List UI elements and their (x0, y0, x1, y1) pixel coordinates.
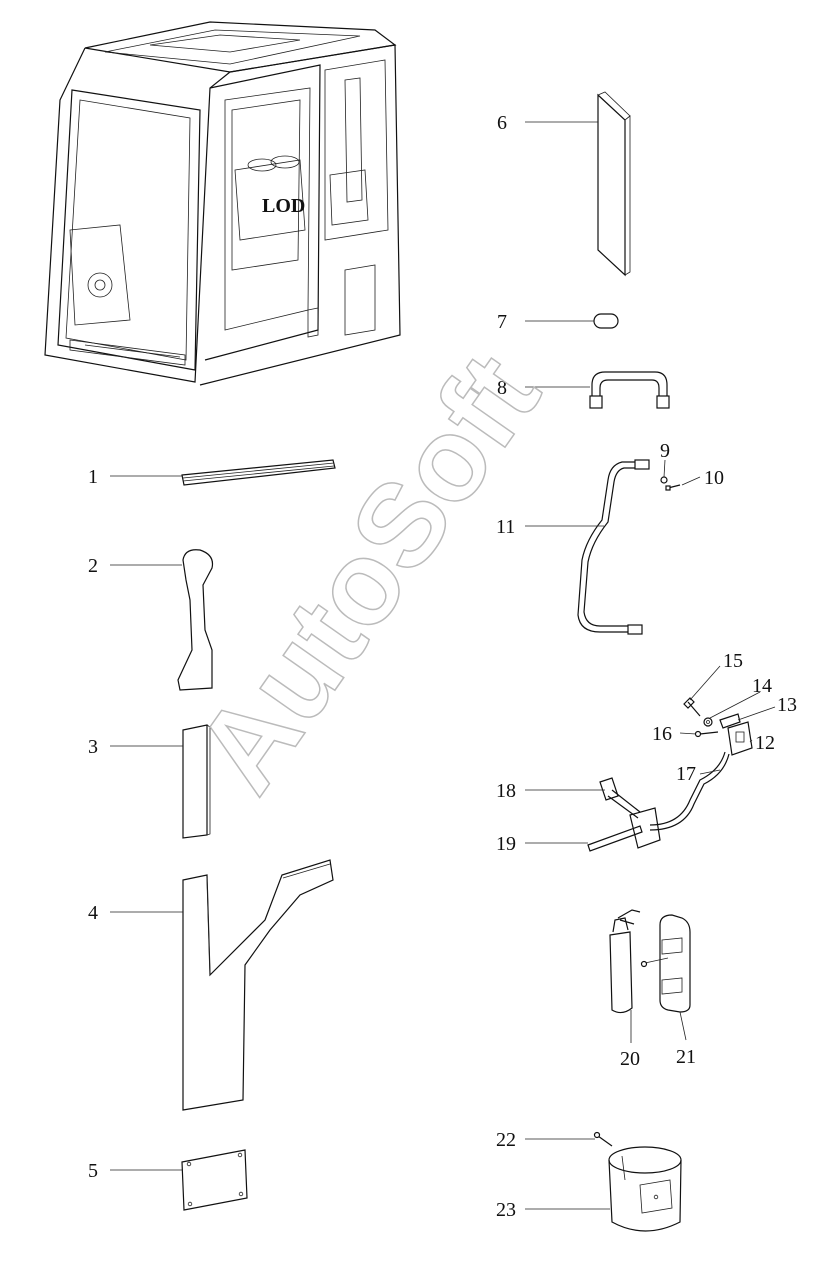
callout-12: 12 (755, 732, 775, 754)
part-21-extinguisher-bracket (640, 914, 691, 1013)
callout-3: 3 (88, 736, 98, 758)
callout-10: 10 (704, 467, 724, 489)
part-15-bolt (683, 697, 701, 717)
part-8-grab-handle (589, 371, 670, 409)
part-19-lever (587, 807, 661, 852)
callout-11: 11 (496, 516, 515, 538)
callout-8: 8 (497, 377, 507, 399)
part-6-glass-panel (597, 91, 631, 277)
callout-labels: 1 2 3 4 5 6 7 8 9 10 11 12 13 14 15 16 1… (88, 112, 797, 1221)
part-23-clamp (608, 1146, 682, 1232)
part-7-grommet (593, 313, 619, 329)
callout-9: 9 (660, 440, 670, 462)
part-17-cable (649, 751, 730, 831)
part-16-screw (694, 730, 719, 738)
callout-17: 17 (676, 763, 696, 785)
callout-22: 22 (496, 1129, 516, 1151)
callout-19: 19 (496, 833, 516, 855)
part-3-foam-block (182, 724, 211, 839)
callout-13: 13 (777, 694, 797, 716)
part-5-mounting-plate (181, 1149, 248, 1211)
callout-15: 15 (723, 650, 743, 672)
callout-6: 6 (497, 112, 507, 134)
callout-21: 21 (676, 1046, 696, 1068)
cab-assembly: LOD (44, 21, 401, 386)
part-22-screw (593, 1131, 613, 1147)
part-11-wiper-rod (577, 459, 650, 635)
watermark-text: AutoSoft (171, 331, 565, 815)
part-10-bolt (665, 484, 681, 491)
cab-badge: LOD (262, 195, 305, 217)
part-20-fire-extinguisher (609, 909, 641, 1014)
part-18-bolt (599, 777, 641, 819)
callout-7: 7 (497, 311, 507, 333)
callout-16: 16 (652, 723, 672, 745)
part-1-seal-strip (181, 459, 336, 486)
callout-4: 4 (88, 902, 98, 924)
part-14-washer (703, 717, 713, 727)
callout-20: 20 (620, 1048, 640, 1070)
callout-18: 18 (496, 780, 516, 802)
callout-14: 14 (752, 675, 772, 697)
part-2-side-panel (177, 549, 214, 691)
callout-23: 23 (496, 1199, 516, 1221)
callout-5: 5 (88, 1160, 98, 1182)
part-13-bracket (719, 713, 741, 729)
callout-2: 2 (88, 555, 98, 577)
callout-1: 1 (88, 466, 98, 488)
part-12-switch (727, 721, 753, 756)
part-4-rear-panel (182, 859, 334, 1111)
part-9-washer (660, 476, 668, 484)
leader-lines (110, 121, 776, 1210)
